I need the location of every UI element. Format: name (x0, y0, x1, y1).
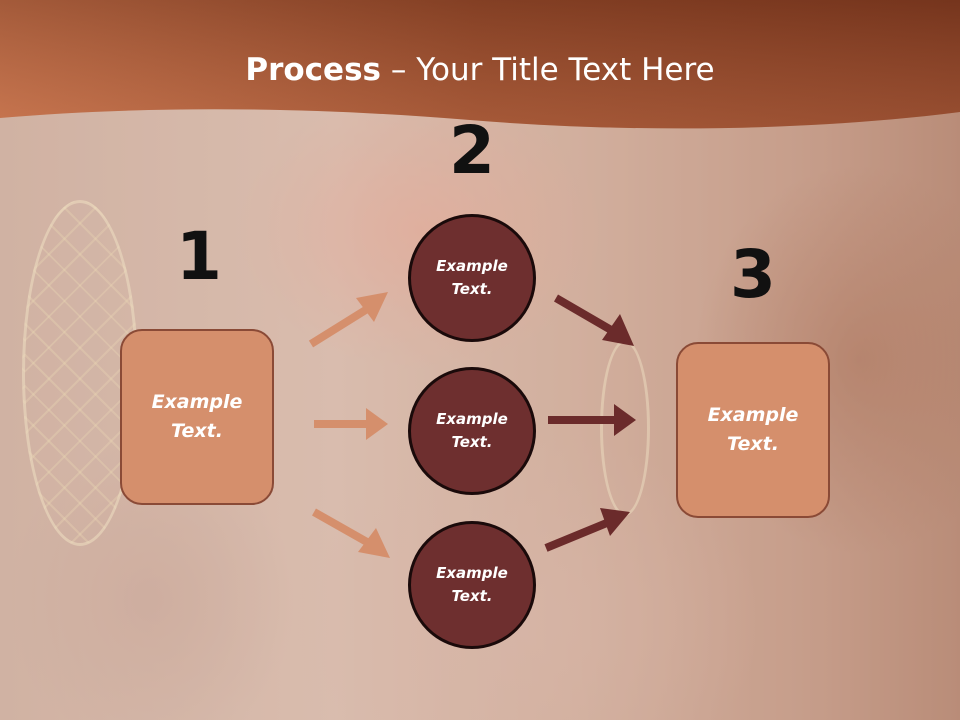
arrow-right-down (553, 294, 634, 346)
circle-middle-label: Example Text. (436, 410, 508, 451)
circle-bottom-label: Example Text. (436, 564, 508, 605)
step-number-1: 1 (176, 218, 222, 295)
circle-top: Example Text. (408, 214, 536, 342)
title-rest: – Your Title Text Here (381, 52, 715, 88)
left-text-box: Example Text. (120, 329, 274, 505)
arrow-left-up (308, 292, 388, 348)
earring-decoration (22, 200, 138, 546)
left-box-label: Example Text. (151, 391, 243, 442)
arrow-right-middle (548, 404, 636, 436)
header-banner: Process – Your Title Text Here (0, 0, 960, 140)
right-box-label: Example Text. (707, 404, 799, 455)
circle-top-label: Example Text. (436, 257, 508, 298)
right-text-box: Example Text. (676, 342, 830, 518)
page-title: Process – Your Title Text Here (0, 52, 960, 88)
step-number-3: 3 (730, 236, 776, 313)
circle-middle: Example Text. (408, 367, 536, 495)
circle-bottom: Example Text. (408, 521, 536, 649)
step-number-2: 2 (449, 112, 495, 189)
arrow-left-middle (314, 408, 388, 440)
arrow-right-up (544, 508, 630, 552)
title-bold: Process (245, 52, 381, 88)
arrow-left-down (312, 508, 390, 558)
